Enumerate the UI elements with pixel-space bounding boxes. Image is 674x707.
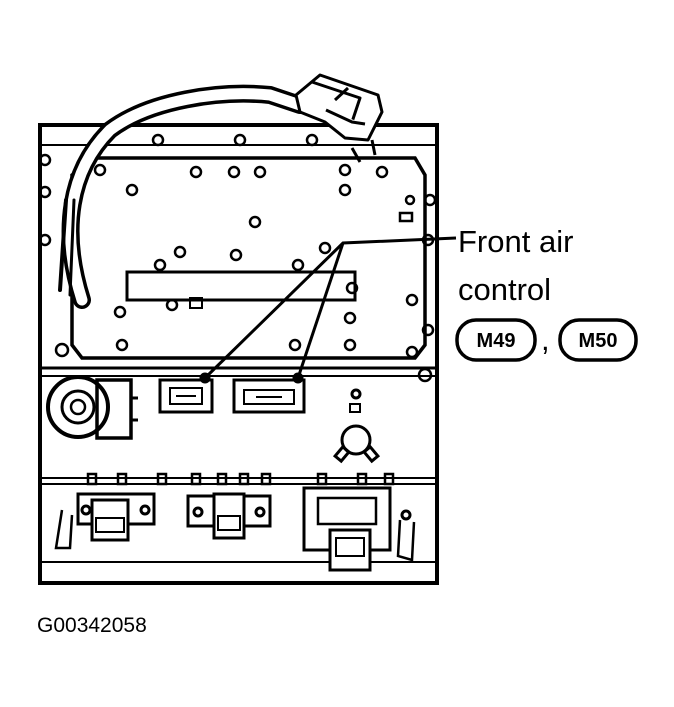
board-holes <box>38 133 437 383</box>
figure-id: G00342058 <box>37 614 147 637</box>
callout-label-line1: Front air <box>458 224 573 259</box>
bottom-left-connector <box>54 492 156 550</box>
wire-harness <box>58 84 309 309</box>
board-tabs <box>86 472 395 486</box>
callout-label-line2: control <box>458 272 551 307</box>
connector-m50-socket <box>232 372 306 414</box>
callout-leader-lines <box>203 236 457 380</box>
connector-badge-m50: M50 <box>558 318 638 362</box>
connector-separator: , <box>541 322 550 357</box>
harness-plug-connector <box>294 73 384 163</box>
circuit-board <box>70 156 427 360</box>
connector-badge-m49: M49 <box>455 318 537 362</box>
bottom-middle-connector <box>186 492 272 540</box>
connector-id-m50: M50 <box>579 330 618 352</box>
fan-switch <box>332 388 381 464</box>
bottom-right-connector <box>302 486 416 572</box>
control-knob <box>46 375 138 440</box>
connector-m49-socket <box>158 372 214 414</box>
control-housing <box>38 123 439 585</box>
connector-id-m49: M49 <box>477 330 516 352</box>
